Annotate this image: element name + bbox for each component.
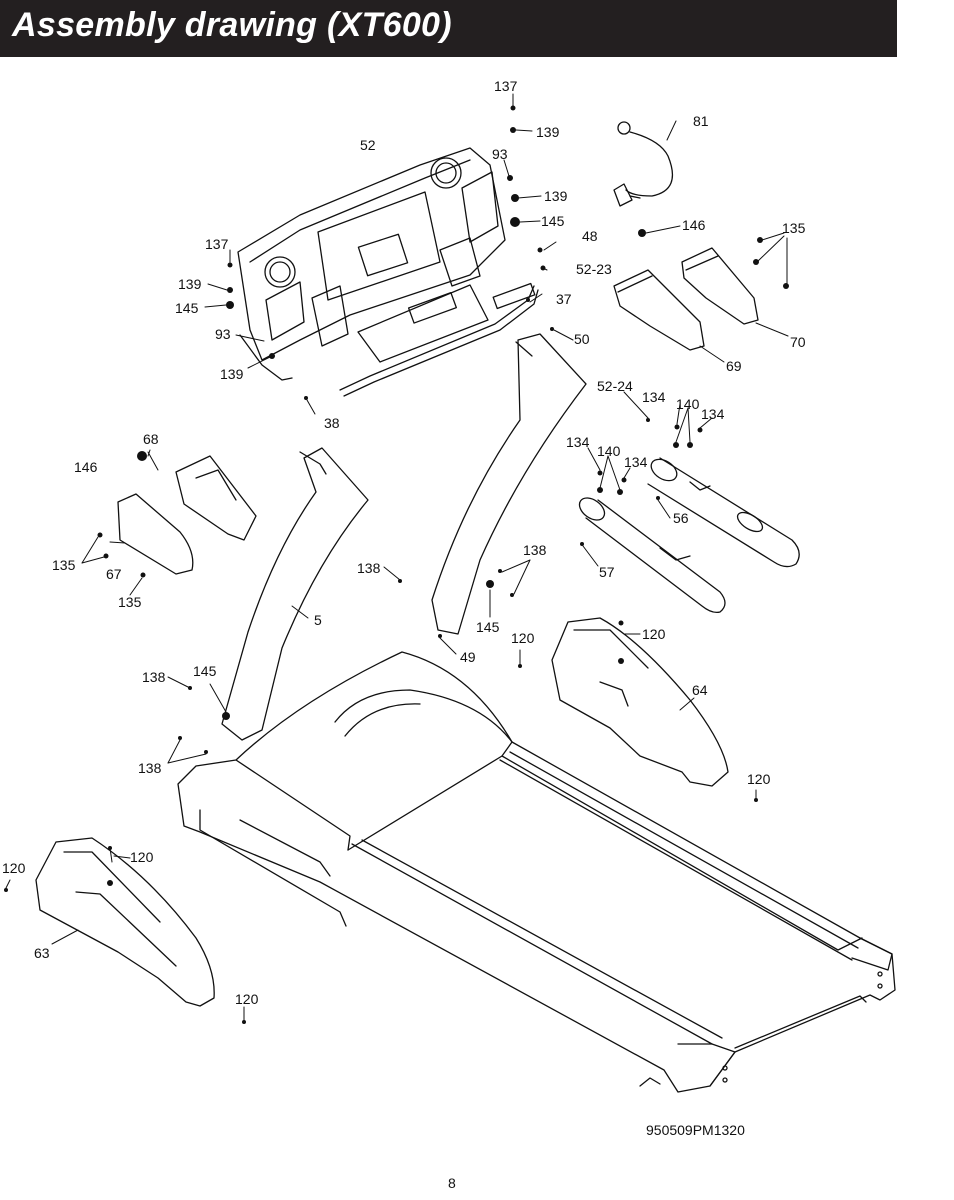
left-upright [221, 447, 369, 741]
callout-label: 139 [220, 366, 244, 382]
left-side-cover [35, 837, 215, 1007]
callout-label: 134 [701, 406, 725, 422]
callout-label: 52-23 [576, 261, 612, 277]
fasteners [4, 105, 789, 1024]
callout-label: 145 [193, 663, 217, 679]
callout-label: 37 [556, 291, 572, 307]
arm-bracket-70 [681, 247, 759, 325]
assembly-diagram: 137 139 93 139 145 48 52-23 37 52 81 146… [2, 78, 896, 1093]
callout-label: 146 [682, 217, 706, 233]
callout-label: 137 [205, 236, 229, 252]
callout-label: 139 [178, 276, 202, 292]
callout-label: 135 [52, 557, 76, 573]
safety-key [613, 121, 673, 207]
callout-label: 48 [582, 228, 598, 244]
callout-label: 120 [235, 991, 259, 1007]
arm-cover-67 [117, 493, 194, 575]
page-number: 8 [448, 1175, 456, 1191]
callout-label: 50 [574, 331, 590, 347]
callout-label: 120 [747, 771, 771, 787]
callout-label: 140 [676, 396, 700, 412]
callout-label: 146 [74, 459, 98, 475]
callout-label: 70 [790, 334, 806, 350]
right-upright [431, 333, 587, 635]
header-bar: Assembly drawing (XT600) [0, 0, 897, 57]
callout-label: 120 [511, 630, 535, 646]
right-side-cover [551, 617, 729, 787]
callout-label: 120 [2, 860, 26, 876]
callout-label: 134 [566, 434, 590, 450]
callout-label: 64 [692, 682, 708, 698]
callout-label: 135 [118, 594, 142, 610]
callout-label: 134 [624, 454, 648, 470]
console-assembly [237, 147, 539, 397]
callout-label: 138 [357, 560, 381, 576]
page-title: Assembly drawing (XT600) [12, 6, 452, 44]
right-handlebar [647, 457, 800, 568]
callout-label: 52-24 [597, 378, 633, 394]
callout-label: 140 [597, 443, 621, 459]
callout-label: 69 [726, 358, 742, 374]
callout-label: 56 [673, 510, 689, 526]
callout-label: 139 [544, 188, 568, 204]
callout-labels: 137 139 93 139 145 48 52-23 37 52 81 146… [2, 78, 806, 1007]
callout-label: 138 [138, 760, 162, 776]
callout-label: 145 [476, 619, 500, 635]
left-handlebar [578, 497, 726, 614]
callout-label: 38 [324, 415, 340, 431]
arm-cover-69 [613, 269, 705, 351]
callout-label: 145 [175, 300, 199, 316]
callout-label: 138 [523, 542, 547, 558]
callout-label: 68 [143, 431, 159, 447]
callout-label: 49 [460, 649, 476, 665]
callout-label: 135 [782, 220, 806, 236]
callout-label: 57 [599, 564, 615, 580]
callout-label: 139 [536, 124, 560, 140]
callout-label: 52 [360, 137, 376, 153]
callout-label: 63 [34, 945, 50, 961]
callout-label: 134 [642, 389, 666, 405]
treadmill-base [177, 651, 896, 1093]
callout-label: 137 [494, 78, 518, 94]
callout-label: 81 [693, 113, 709, 129]
callout-label: 67 [106, 566, 122, 582]
drawing-code: 950509PM1320 [646, 1122, 745, 1138]
leader-lines [5, 93, 789, 1021]
callout-label: 93 [492, 146, 508, 162]
callout-label: 138 [142, 669, 166, 685]
arm-bracket-68 [175, 455, 257, 541]
callout-label: 120 [130, 849, 154, 865]
callout-label: 93 [215, 326, 231, 342]
callout-label: 145 [541, 213, 565, 229]
callout-label: 5 [314, 612, 322, 628]
callout-label: 120 [642, 626, 666, 642]
